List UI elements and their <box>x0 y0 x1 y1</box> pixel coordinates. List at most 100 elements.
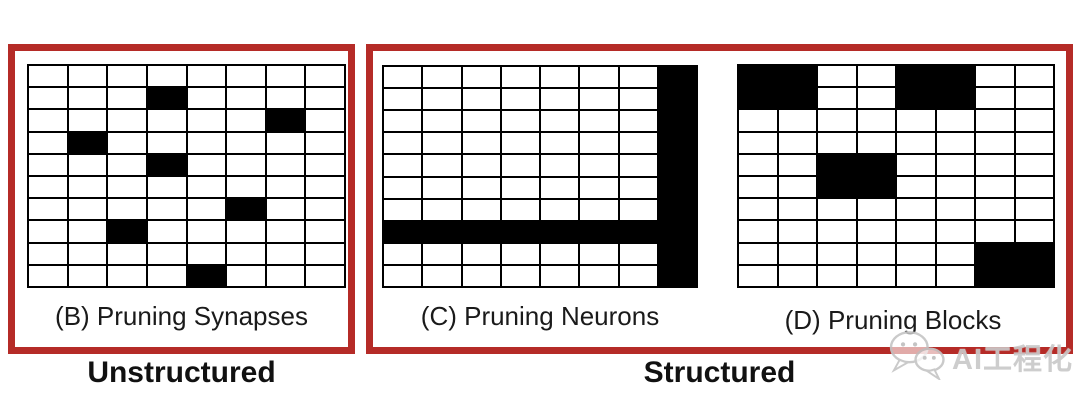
grid-cell <box>818 221 856 242</box>
grid-cell <box>227 154 265 175</box>
grid-cell <box>857 110 895 131</box>
grid-cell <box>147 154 186 175</box>
grid-cell <box>658 133 696 154</box>
grid-cell <box>739 265 777 286</box>
grid-cell <box>580 89 618 110</box>
grid-cell <box>976 66 1014 87</box>
grid-cell <box>778 154 816 175</box>
grid-cell <box>658 89 696 110</box>
grid-cell <box>857 243 895 264</box>
grid-cell <box>658 111 696 132</box>
grid-cell <box>384 265 422 286</box>
grid-cell <box>68 110 107 131</box>
grid-cell <box>739 110 777 131</box>
grid-cell <box>936 88 974 109</box>
grid-cell <box>976 88 1014 109</box>
grid-cell <box>580 155 618 176</box>
grid-cell <box>266 243 305 264</box>
grid-cell <box>818 66 856 87</box>
grid-cell <box>976 199 1014 220</box>
grid-cell <box>68 88 107 109</box>
grid-cell <box>423 243 461 264</box>
grid-cell <box>68 177 107 198</box>
grid-cell <box>976 265 1014 286</box>
grid-cell <box>108 154 146 175</box>
grid-cell <box>227 110 265 131</box>
grid-cell <box>384 221 422 242</box>
grid-cell <box>897 221 935 242</box>
grid-cell <box>739 154 777 175</box>
grid-cell <box>108 243 146 264</box>
grid-cell <box>108 177 146 198</box>
grid-cell <box>423 265 461 286</box>
grid-cell <box>147 66 186 87</box>
grid-cell <box>266 221 305 242</box>
grid-cell <box>1015 177 1053 198</box>
unstructured-caption: Unstructured <box>87 356 276 389</box>
grid-cell <box>227 243 265 264</box>
grid-cell <box>423 111 461 132</box>
grid-cell <box>423 221 461 242</box>
grid-cell <box>306 154 344 175</box>
grid-cell <box>739 199 777 220</box>
structured-group-box: (C) Pruning Neurons (D) Pruning Blocks <box>366 44 1073 354</box>
grid-cell <box>658 177 696 198</box>
grid-cell <box>227 66 265 87</box>
grid-cell <box>462 243 500 264</box>
grid-cell <box>619 133 657 154</box>
grid-cell <box>1015 88 1053 109</box>
grid-cell <box>423 133 461 154</box>
grid-cell <box>108 265 146 286</box>
grid-cell <box>423 199 461 220</box>
grid-cell <box>68 265 107 286</box>
grid-cell <box>384 133 422 154</box>
grid-cell <box>739 66 777 87</box>
grid-cell <box>187 66 226 87</box>
grid-cell <box>936 154 974 175</box>
grid-cell <box>778 132 816 153</box>
grid-cell <box>778 265 816 286</box>
grid-cell <box>187 221 226 242</box>
grid-cell <box>818 199 856 220</box>
grid-cell <box>818 265 856 286</box>
grid-cell <box>897 110 935 131</box>
grid-cell <box>658 243 696 264</box>
grid-cell <box>976 110 1014 131</box>
grid-cell <box>619 177 657 198</box>
grid-cell <box>936 265 974 286</box>
grid-cell <box>108 66 146 87</box>
grid-cell <box>187 154 226 175</box>
grid-cell <box>976 243 1014 264</box>
grid-cell <box>897 265 935 286</box>
grid-cell <box>501 67 539 88</box>
grid-cell <box>266 66 305 87</box>
grid-cell <box>306 199 344 220</box>
grid-cell <box>29 88 67 109</box>
pruning-synapses-grid <box>27 64 346 288</box>
grid-cell <box>619 243 657 264</box>
grid-cell <box>306 88 344 109</box>
grid-cell <box>936 243 974 264</box>
grid-cell <box>857 88 895 109</box>
grid-cell <box>541 133 579 154</box>
grid-cell <box>857 132 895 153</box>
grid-cell <box>423 155 461 176</box>
grid-cell <box>147 88 186 109</box>
grid-cell <box>266 132 305 153</box>
grid-cell <box>462 221 500 242</box>
grid-cell <box>68 199 107 220</box>
grid-cell <box>936 66 974 87</box>
grid-cell <box>1015 265 1053 286</box>
grid-cell <box>147 132 186 153</box>
unstructured-group-box: (B) Pruning Synapses <box>8 44 355 354</box>
grid-cell <box>306 265 344 286</box>
grid-cell <box>462 111 500 132</box>
grid-cell <box>778 243 816 264</box>
grid-cell <box>897 132 935 153</box>
grid-cell <box>541 89 579 110</box>
grid-cell <box>108 132 146 153</box>
grid-cell <box>501 155 539 176</box>
grid-cell <box>897 243 935 264</box>
grid-cell <box>462 89 500 110</box>
grid-cell <box>818 132 856 153</box>
